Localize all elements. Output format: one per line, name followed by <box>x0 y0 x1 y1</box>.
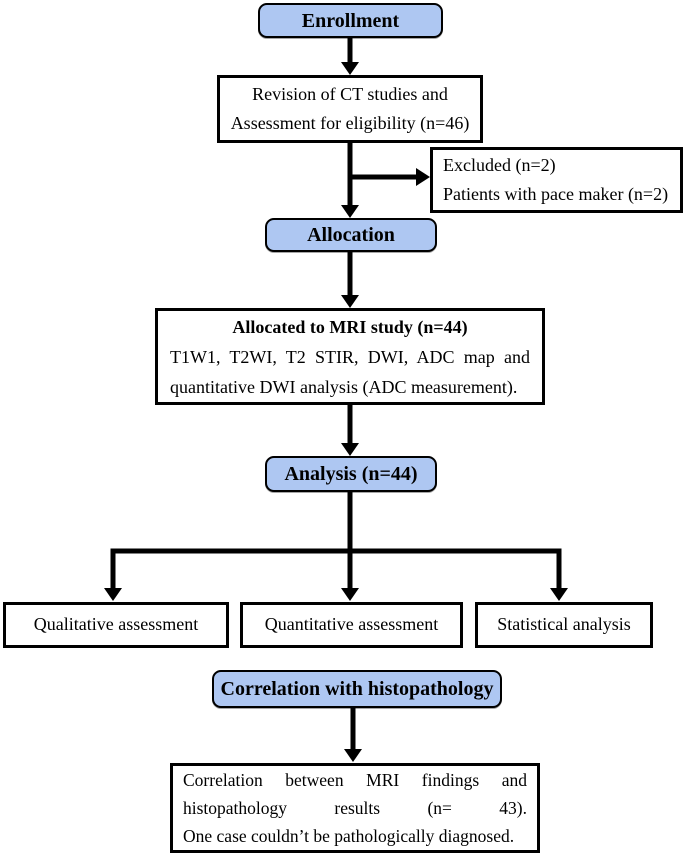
node-correlation-detail: Correlation between MRI findings and his… <box>170 763 540 853</box>
node-enrollment-label: Enrollment <box>301 9 400 32</box>
node-allocation-label: Allocation <box>307 224 395 246</box>
node-enrollment: Enrollment <box>258 3 443 38</box>
node-revision: Revision of CT studies and Assessment fo… <box>217 75 483 143</box>
node-correlation: Correlation with histopathology <box>212 670 502 708</box>
node-qualitative: Qualitative assessment <box>3 602 229 648</box>
arrow-analysis-split <box>104 492 568 601</box>
node-allocated: Allocated to MRI study (n=44) T1W1, T2WI… <box>155 308 545 405</box>
arrow-branch-to-excluded <box>348 168 430 186</box>
node-excluded: Excluded (n=2) Patients with pace maker … <box>430 147 683 213</box>
node-allocated-title: Allocated to MRI study (n=44) <box>232 316 468 337</box>
node-analysis-label: Analysis (n=44) <box>284 463 418 485</box>
node-allocated-line1: T1W1, T2WI, T2 STIR, DWI, ADC map and <box>170 346 530 367</box>
node-correlation-label: Correlation with histopathology <box>220 678 494 700</box>
node-analysis: Analysis (n=44) <box>265 456 437 492</box>
node-revision-line1: Revision of CT studies and <box>252 84 448 104</box>
node-excluded-line1: Excluded (n=2) <box>443 155 556 175</box>
node-quantitative: Quantitative assessment <box>240 602 463 648</box>
arrow-revision-to-allocation <box>341 143 359 218</box>
arrow-enrollment-to-revision <box>341 38 359 75</box>
node-revision-line2: Assessment for eligibility (n=46) <box>230 113 470 133</box>
node-excluded-line2: Patients with pace maker (n=2) <box>443 184 669 204</box>
arrow-correlation-to-detail <box>344 708 362 762</box>
node-correlation-detail-line3: One case couldn’t be pathologically diag… <box>183 826 515 846</box>
arrow-allocated-to-analysis <box>341 405 359 456</box>
node-statistical: Statistical analysis <box>475 602 653 648</box>
arrow-allocation-to-allocated <box>341 252 359 308</box>
node-correlation-detail-line1: Correlation between MRI findings and <box>183 770 527 790</box>
node-statistical-label: Statistical analysis <box>497 614 631 635</box>
node-quantitative-label: Quantitative assessment <box>264 614 439 635</box>
node-allocation: Allocation <box>265 218 437 252</box>
node-allocated-line2: quantitative DWI analysis (ADC measureme… <box>170 376 518 397</box>
node-correlation-detail-line2: histopathology results (n= 43). <box>183 798 527 818</box>
node-qualitative-label: Qualitative assessment <box>33 614 199 635</box>
